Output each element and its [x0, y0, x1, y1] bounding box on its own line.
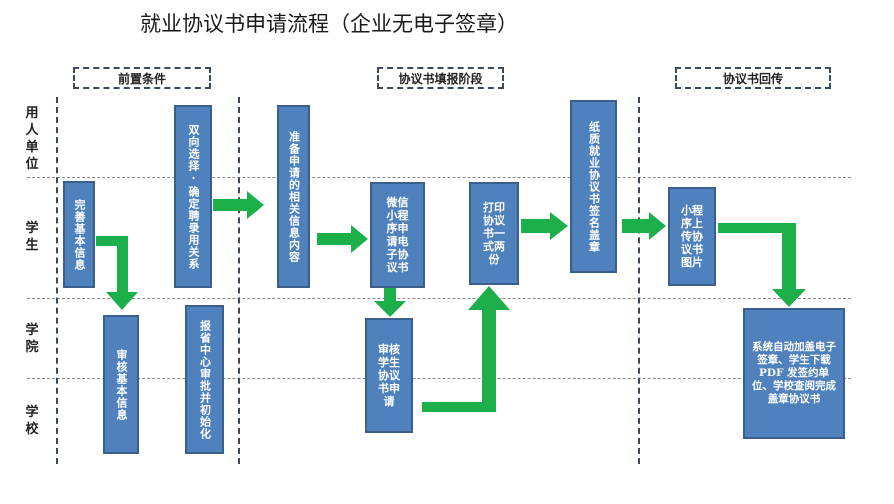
lane-label-student: 学生 — [25, 221, 39, 253]
step-review-info: 审核基本信息 — [103, 315, 139, 454]
step-print-agreement: 打印协议书一式两份 — [469, 182, 519, 285]
lane-label-school: 学校 — [25, 405, 39, 437]
lane-divider — [27, 378, 851, 379]
arrow-sign-to-upload — [622, 212, 666, 240]
phase-prerequisites: 前置条件 — [73, 67, 211, 89]
lane-label-college: 学院 — [25, 323, 39, 355]
step-complete-info: 完善基本信息 — [63, 181, 95, 288]
arrow-print-to-sign — [521, 212, 568, 240]
lane-label-employer: 用人单位 — [25, 106, 39, 172]
lane-divider — [27, 298, 851, 299]
step-wechat-apply: 微信小程序申请电子协议书 — [370, 182, 425, 288]
phase-filling: 协议书填报阶段 — [377, 67, 504, 89]
step-report-center: 报省中心审批并初始化 — [185, 305, 224, 454]
arrow-prepare-to-wechat — [317, 225, 368, 253]
phase-divider — [638, 97, 640, 464]
step-upload-image: 小程序上传协议书图片 — [668, 187, 716, 286]
step-prepare-info: 准备申请的相关信息内容 — [277, 105, 310, 288]
diagram-title: 就业协议书申请流程（企业无电子签章） — [140, 12, 518, 36]
phase-return: 协议书回传 — [675, 67, 831, 89]
lane-divider — [27, 177, 851, 178]
phase-divider — [56, 97, 58, 464]
step-review-application: 审核学生协议书申请 — [365, 318, 413, 433]
phase-divider — [238, 97, 240, 464]
arrow-upload-to-system — [718, 223, 806, 307]
step-mutual-selection: 双向选择·确定聘录用关系 — [174, 105, 212, 288]
arrow-review-app-to-print — [422, 286, 510, 412]
arrow-wechat-to-review-app — [374, 288, 406, 317]
step-system-stamp: 系统自动加盖电子签章、学生下载 PDF 发签约单位、学校查阅完成盖章协议书 — [743, 308, 845, 439]
step-paper-sign: 纸质就业协议书签名盖章 — [570, 100, 617, 273]
